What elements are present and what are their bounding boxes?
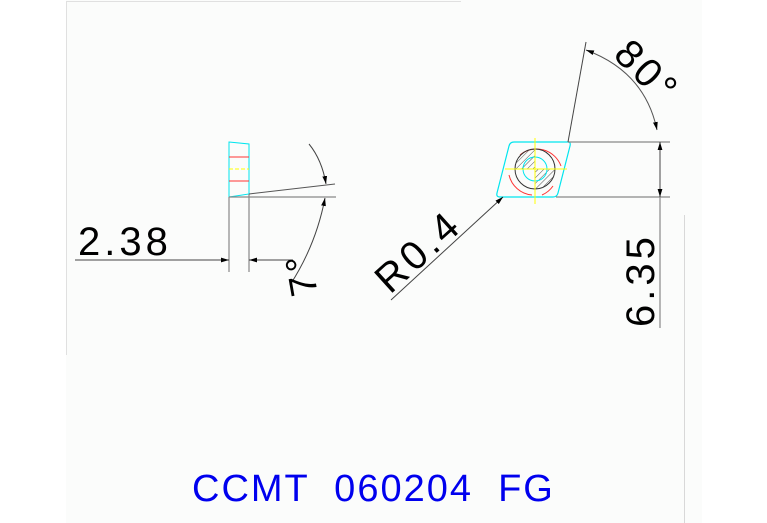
side-view (75, 141, 336, 286)
insert-top-view (390, 41, 670, 328)
inscribed-circle-label: 6.35 (619, 233, 663, 327)
thickness-label: 2.38 (78, 220, 172, 264)
frame-line-left (66, 1, 67, 355)
insert-outline (496, 141, 571, 198)
frame-line-top (66, 1, 461, 2)
insert-angle-label: 80° (606, 31, 688, 113)
corner-radius-label: R0.4 (367, 202, 471, 302)
frame-line-right (684, 215, 685, 523)
clearance-angle-label: 7° (278, 248, 327, 299)
insert-designation-title: CCMT 060204 FG (192, 468, 555, 510)
